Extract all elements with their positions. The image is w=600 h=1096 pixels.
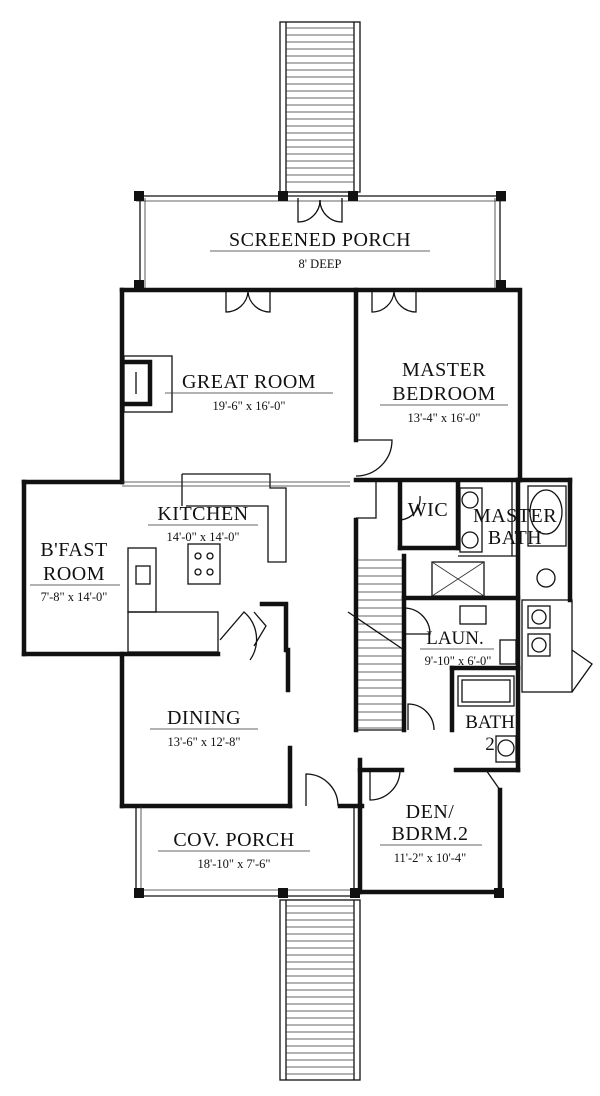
interior-walls [122,287,523,809]
den-label-1: DEN/ [406,801,455,823]
fireplace [121,355,173,413]
mech-closet [521,599,593,693]
kitchen-label: KITCHEN [157,503,248,525]
top-stairs [279,21,361,193]
room-labels: SCREENED PORCH 8' DEEP GREAT ROOM 19'-6"… [30,229,557,871]
master-bedroom-label-2: BEDROOM [392,383,496,405]
screened-porch-label: SCREENED PORCH [229,229,411,251]
covered-porch-outline [134,806,504,898]
bfast-room-label-1: B'FAST [40,539,107,561]
bfast-room-dims: 7'-8" x 14'-0" [41,590,108,604]
den-dims: 11'-2" x 10'-4" [394,851,467,865]
laundry-dims: 9'-10" x 6'-0" [425,654,492,668]
cov-porch-dims: 18'-10" x 7'-6" [197,857,270,871]
dining-label: DINING [167,707,241,729]
bottom-stairs [279,899,361,1081]
door-swings [219,439,501,807]
laundry-label: LAUN. [426,628,484,649]
bath2-label-2: 2 [485,734,495,755]
screened-porch-dims: 8' DEEP [299,257,342,271]
wic-label: WIC [408,499,448,521]
master-bath-label-1: MASTER [473,505,557,527]
master-bedroom-label-1: MASTER [402,359,486,381]
dining-dims: 13'-6" x 12'-8" [167,735,240,749]
great-room-label: GREAT ROOM [182,371,316,393]
bfast-room-label-2: ROOM [43,563,105,585]
den-label-2: BDRM.2 [392,823,469,845]
master-bedroom-dims: 13'-4" x 16'-0" [407,411,480,425]
interior-stair [347,559,405,729]
bath2-label-1: BATH [465,712,515,733]
exterior-walls [21,287,573,895]
great-room-doors [225,290,417,313]
great-room-dims: 19'-6" x 16'-0" [212,399,285,413]
master-bath-label-2: BATH [488,527,542,549]
cov-porch-label: COV. PORCH [173,829,294,851]
screened-porch-outline [134,191,506,290]
kitchen-dims: 14'-0" x 14'-0" [166,530,239,544]
bath-fixtures [431,485,567,763]
